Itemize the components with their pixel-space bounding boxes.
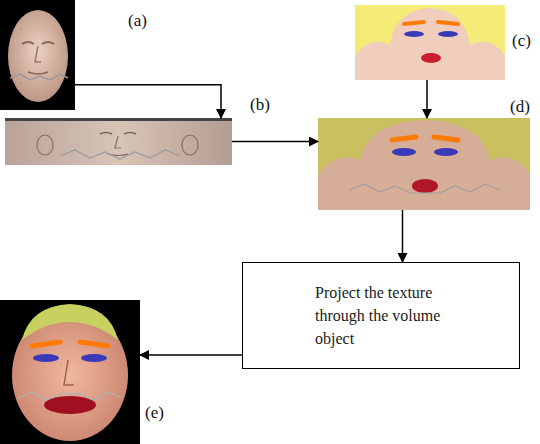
eye-left [33,354,59,362]
ear-left [37,135,53,155]
eye-left [404,31,424,37]
closed-eyes [22,42,54,44]
textured-volume-e [0,300,140,444]
yellow-ground [355,5,505,80]
panel-label: (b) [250,96,270,113]
flow-arrow [75,85,221,118]
lips [421,53,441,63]
image-panel: (d) [318,118,530,210]
combined-texture-d [318,118,530,210]
process-box: Project the texture through the volume o… [242,262,520,369]
eye-right [434,148,458,156]
panel-label: (e) [145,404,164,421]
head-shape [8,10,68,102]
unwrapped-head-b [5,118,232,165]
nose [115,136,121,148]
mouth [28,72,48,74]
flow-arrow [426,80,428,118]
head-shape [318,120,530,210]
wire-mesh [350,184,500,193]
image-panel: (c) [355,5,505,80]
eyebrows [404,22,458,24]
panel-label: (a) [128,12,147,29]
eye-right [81,354,107,362]
black-ground [0,300,140,444]
flow-arrow [402,210,404,262]
head-shape [355,8,505,80]
eye-right [438,31,458,37]
wire-mesh [10,74,68,80]
lips [412,179,438,193]
wire-mesh [60,150,180,159]
wire-mesh [18,392,122,400]
flow-arrow [232,141,318,143]
hat [22,304,118,340]
panel-label: (c) [512,32,531,49]
nose [64,360,74,385]
lips [44,396,96,414]
eyebrows [392,137,458,140]
yellow-ground [318,118,530,210]
closed-eyes [100,133,136,135]
ear-right [182,135,198,155]
unwrap-band [5,118,232,165]
image-panel: (a) [0,0,75,110]
top-edge [5,118,232,121]
panel-label: (d) [510,98,530,115]
nose [35,46,41,62]
image-panel: (e) [0,300,140,444]
painted-texture-c [355,5,505,80]
image-panel: (b) [5,118,232,165]
eye-left [392,148,416,156]
process-text: Project the texture through the volume o… [315,281,480,351]
volume-head-a [0,0,75,110]
black-ground [0,0,75,110]
flow-arrow [140,354,242,356]
eyebrows [32,342,108,346]
